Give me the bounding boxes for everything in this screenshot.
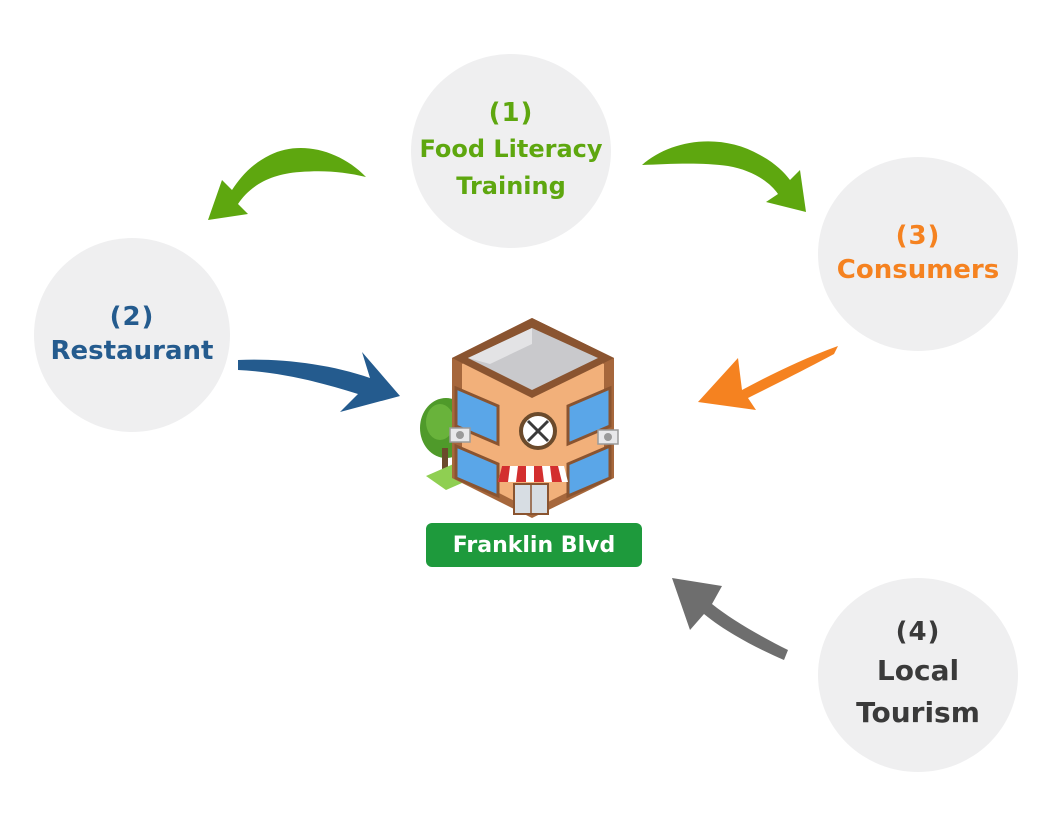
node-number: (1) [488, 97, 534, 128]
node-number: (4) [895, 617, 941, 648]
node-local-tourism: (4) Local Tourism [818, 578, 1018, 772]
arrow-shaft [238, 352, 400, 412]
edge-consumers-to-center [698, 346, 838, 410]
edge-training-to-restaurant [208, 148, 366, 220]
node-label-line-1: Local [876, 653, 960, 687]
node-consumers: (3) Consumers [818, 157, 1018, 351]
node-food-literacy-training: (1) Food Literacy Training [411, 54, 611, 248]
node-number: (2) [109, 302, 155, 333]
node-label-line-2: Training [456, 171, 566, 200]
arrow-shaft [642, 141, 806, 212]
arrow-shaft [698, 346, 838, 410]
edge-restaurant-to-center [238, 352, 400, 412]
edge-training-to-consumers [642, 141, 806, 212]
arrow-shaft [208, 148, 366, 220]
node-label-line-2: Tourism [856, 695, 980, 729]
node-number: (3) [895, 221, 941, 252]
node-label-line-1: Food Literacy [419, 134, 603, 163]
arrow-shaft [672, 578, 788, 660]
awning [498, 466, 568, 482]
restaurant-building-icon [420, 318, 619, 518]
franklin-blvd-badge: Franklin Blvd [426, 523, 642, 567]
node-label-line-1: Consumers [836, 255, 1000, 285]
node-label-line-1: Restaurant [50, 336, 214, 366]
edge-tourism-to-center [672, 578, 788, 660]
node-restaurant: (2) Restaurant [34, 238, 230, 432]
fork-knife-icon [519, 412, 557, 450]
